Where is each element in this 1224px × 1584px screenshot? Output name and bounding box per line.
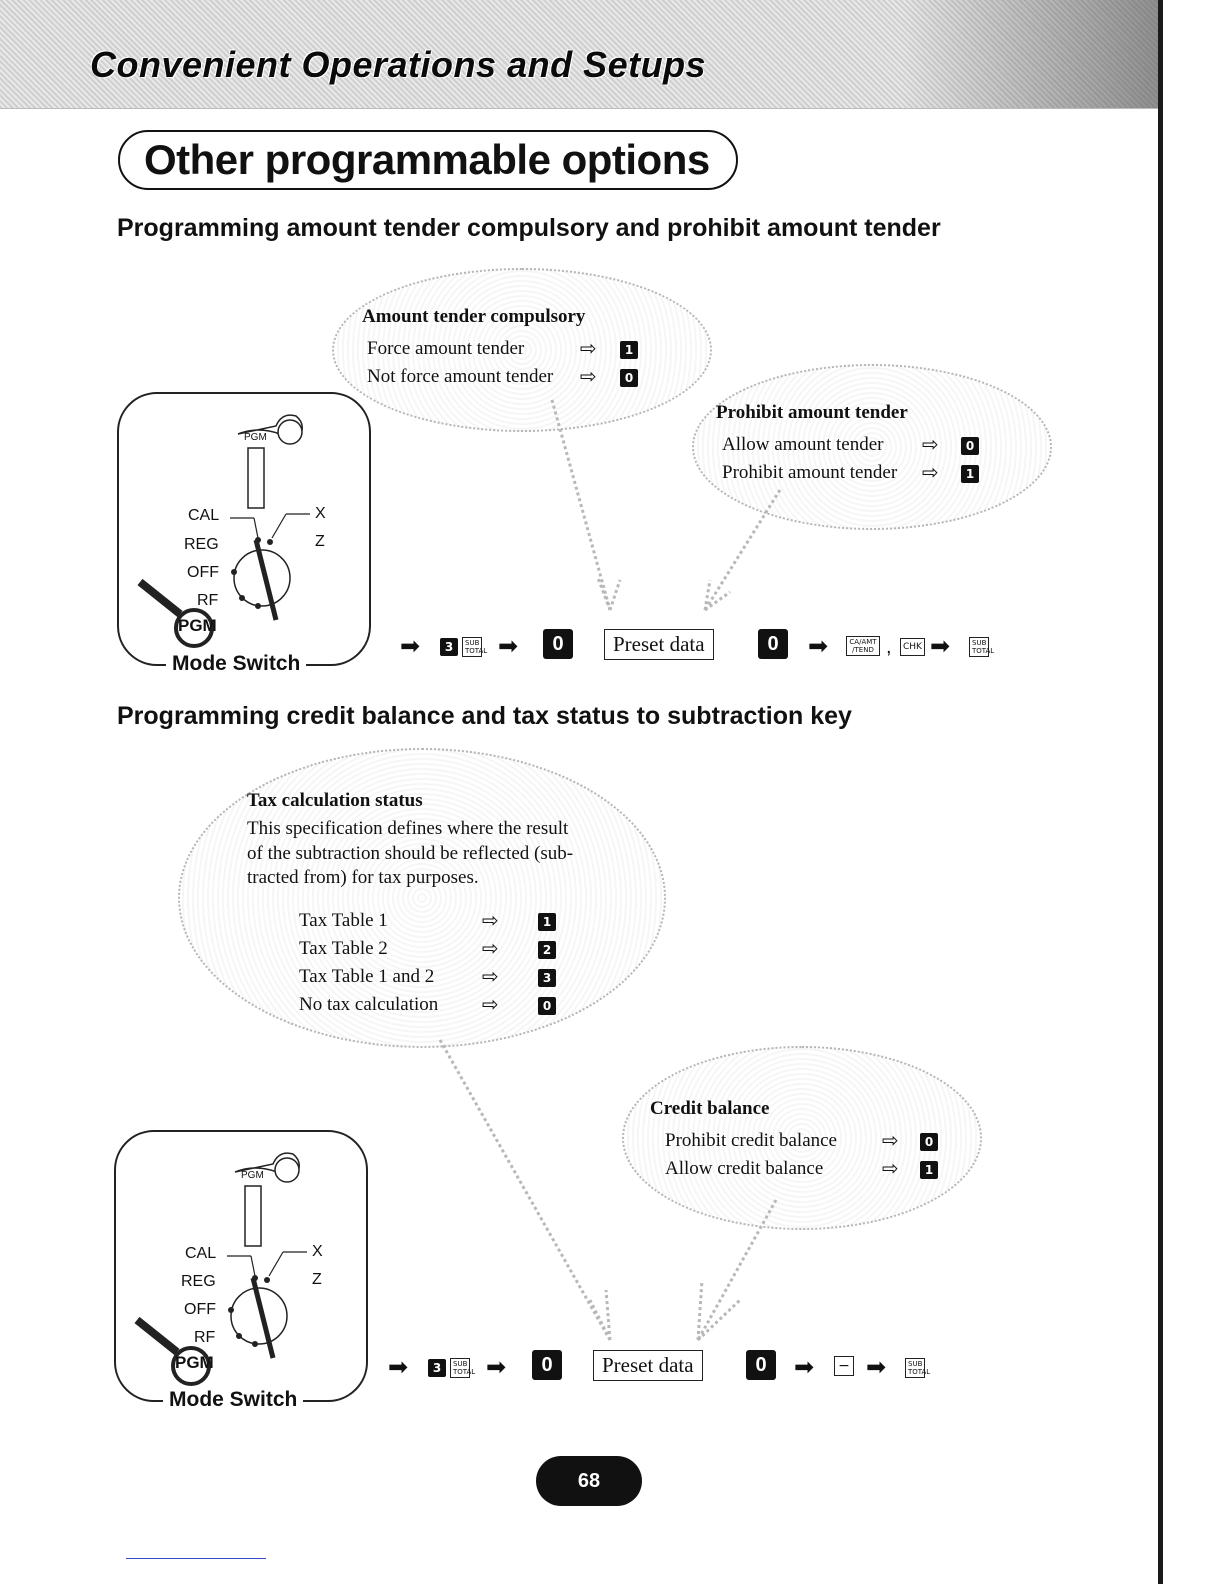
option-label: Tax Table 1 and 2 bbox=[299, 966, 435, 987]
callout-pointers bbox=[438, 1039, 778, 1342]
key-0: 0 bbox=[543, 629, 573, 659]
pointer-arrow-icon: ⇨ bbox=[580, 336, 597, 360]
pointer-arrow-icon: ⇨ bbox=[580, 364, 597, 388]
option-label: Not force amount tender bbox=[367, 366, 554, 387]
digit-key: 2 bbox=[538, 941, 556, 959]
pointer-arrow-icon: ⇨ bbox=[482, 992, 499, 1016]
digit-key: 0 bbox=[620, 369, 638, 387]
page-number: 68 bbox=[536, 1456, 642, 1506]
digit-key: 3 bbox=[538, 969, 556, 987]
digit-key: 0 bbox=[961, 437, 979, 455]
description-line: of the subtraction should be reflected (… bbox=[247, 843, 574, 864]
pointer-arrow-icon: ⇨ bbox=[922, 460, 939, 484]
option-label: Tax Table 1 bbox=[299, 910, 388, 931]
header-band bbox=[0, 0, 1162, 109]
key-tag: PGM bbox=[244, 432, 267, 443]
digit-key: 1 bbox=[538, 913, 556, 931]
bubble-heading: Amount tender compulsory bbox=[362, 306, 586, 327]
bubble-prohibit-amount-tender bbox=[692, 364, 1052, 530]
bubble-tax-calculation-status bbox=[178, 748, 666, 1048]
preset-data-box: Preset data bbox=[593, 1350, 703, 1381]
position-x: X bbox=[312, 1243, 323, 1260]
flow-arrow-icon: ➡ bbox=[866, 1353, 887, 1381]
position-reg: REG bbox=[184, 536, 219, 553]
option-label: Force amount tender bbox=[367, 338, 525, 359]
comma: , bbox=[886, 636, 892, 658]
pointer-arrow-icon: ⇨ bbox=[482, 908, 499, 932]
page-title: Other programmable options bbox=[118, 130, 738, 190]
flow-arrow-icon: ➡ bbox=[794, 1353, 815, 1381]
position-z: Z bbox=[315, 533, 325, 550]
description-line: tracted from) for tax purposes. bbox=[247, 867, 479, 888]
footer-rule bbox=[126, 1558, 266, 1559]
digit-key: 0 bbox=[920, 1133, 938, 1151]
position-pgm: PGM bbox=[178, 616, 217, 635]
position-cal: CAL bbox=[188, 507, 220, 524]
position-off: OFF bbox=[187, 564, 219, 581]
mode-switch-dial-icon bbox=[137, 414, 310, 648]
mode-switch-panel bbox=[114, 1130, 368, 1402]
chk-key: CHK bbox=[900, 638, 925, 656]
position-pgm: PGM bbox=[175, 1353, 214, 1372]
subtotal-key: SUB TOTAL bbox=[462, 637, 487, 657]
bubble-heading: Credit balance bbox=[650, 1098, 770, 1119]
minus-key: − bbox=[834, 1356, 854, 1376]
option-label: No tax calculation bbox=[299, 994, 439, 1015]
section-heading-subtraction: Programming credit balance and tax statu… bbox=[117, 702, 852, 730]
subtotal-key: SUB TOTAL bbox=[969, 637, 994, 657]
callout-pointers bbox=[550, 399, 782, 612]
position-rf: RF bbox=[197, 592, 219, 609]
option-label: Allow credit balance bbox=[665, 1158, 824, 1179]
key-tag: PGM bbox=[241, 1170, 264, 1181]
subtotal-key: SUB TOTAL bbox=[450, 1358, 475, 1378]
key-0: 0 bbox=[746, 1350, 776, 1380]
flow-arrow-icon: ➡ bbox=[400, 632, 421, 660]
description-line: This specification defines where the res… bbox=[247, 818, 569, 839]
section-heading-tender: Programming amount tender compulsory and… bbox=[117, 214, 941, 242]
flow-arrow-icon: ➡ bbox=[930, 632, 951, 660]
digit-key: 1 bbox=[961, 465, 979, 483]
key-0: 0 bbox=[758, 629, 788, 659]
digit-key: 1 bbox=[620, 341, 638, 359]
flow-arrow-icon: ➡ bbox=[486, 1353, 507, 1381]
mode-switch-label: Mode Switch bbox=[163, 1388, 304, 1412]
pointer-arrow-icon: ⇨ bbox=[922, 432, 939, 456]
option-label: Prohibit amount tender bbox=[722, 462, 898, 483]
position-rf: RF bbox=[194, 1329, 216, 1346]
position-z: Z bbox=[312, 1271, 322, 1288]
bubble-heading: Prohibit amount tender bbox=[716, 402, 908, 423]
option-label: Tax Table 2 bbox=[299, 938, 388, 959]
digit-key: 0 bbox=[538, 997, 556, 1015]
pointer-arrow-icon: ⇨ bbox=[482, 936, 499, 960]
chapter-title: Convenient Operations and Setups bbox=[90, 44, 707, 85]
digit-key: 1 bbox=[920, 1161, 938, 1179]
mode-switch-panel bbox=[117, 392, 371, 666]
position-x: X bbox=[315, 505, 326, 522]
position-off: OFF bbox=[184, 1301, 216, 1318]
option-label: Allow amount tender bbox=[722, 434, 884, 455]
pointer-arrow-icon: ⇨ bbox=[882, 1156, 899, 1180]
mode-switch-label: Mode Switch bbox=[166, 652, 307, 676]
pointer-arrow-icon: ⇨ bbox=[482, 964, 499, 988]
mode-switch-dial-icon bbox=[134, 1152, 307, 1386]
position-cal: CAL bbox=[185, 1245, 217, 1262]
bubble-amount-tender-compulsory bbox=[332, 268, 712, 432]
option-label: Prohibit credit balance bbox=[665, 1130, 837, 1151]
key-3: 3 bbox=[440, 638, 458, 656]
flow-arrow-icon: ➡ bbox=[498, 632, 519, 660]
key-0: 0 bbox=[532, 1350, 562, 1380]
preset-data-box: Preset data bbox=[604, 629, 714, 660]
page-edge-rule bbox=[1158, 0, 1163, 1584]
subtotal-key: SUB TOTAL bbox=[905, 1358, 930, 1378]
position-reg: REG bbox=[181, 1273, 216, 1290]
key-3: 3 bbox=[428, 1359, 446, 1377]
bubble-heading: Tax calculation status bbox=[247, 790, 423, 811]
flow-arrow-icon: ➡ bbox=[808, 632, 829, 660]
flow-arrow-icon: ➡ bbox=[388, 1353, 409, 1381]
pointer-arrow-icon: ⇨ bbox=[882, 1128, 899, 1152]
ca-amt-tend-key: CA/AMT /TEND bbox=[846, 636, 880, 656]
